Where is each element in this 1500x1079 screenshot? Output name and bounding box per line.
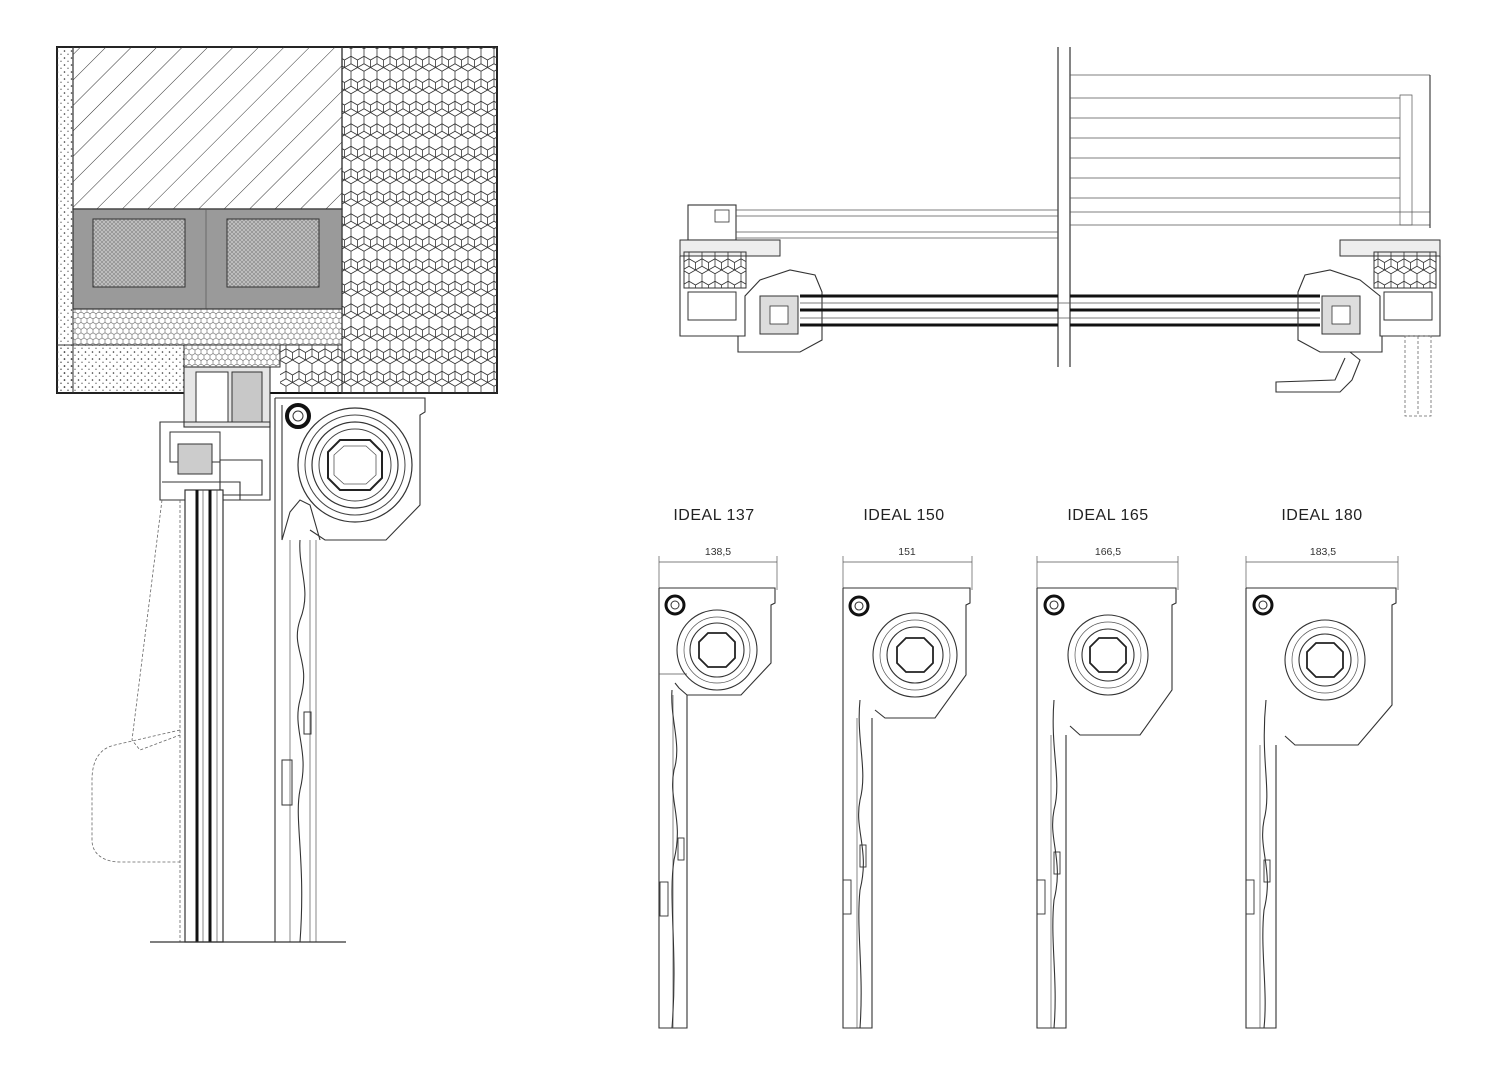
slats-horizontal	[1070, 74, 1431, 228]
glazing-horizontal	[800, 294, 1320, 327]
window-profile	[159, 366, 271, 943]
roller-box-main	[274, 397, 426, 943]
width-dimension: 151	[898, 546, 916, 558]
variant-title: IDEAL 180	[1281, 507, 1362, 524]
variant-group: IDEAL 137 138,5 IDEAL 150 151	[657, 507, 1399, 1030]
variant-title: IDEAL 150	[863, 507, 944, 524]
variant-title: IDEAL 137	[673, 507, 754, 524]
variant-ideal-165: IDEAL 165 166,5	[1036, 507, 1179, 1029]
width-dimension: 166,5	[1095, 546, 1121, 558]
variant-ideal-137: IDEAL 137 138,5	[657, 507, 778, 1030]
variant-ideal-150: IDEAL 150 151	[842, 507, 973, 1029]
horizontal-section	[679, 47, 1441, 417]
width-dimension: 138,5	[705, 546, 731, 558]
frame-left	[679, 204, 1058, 353]
variant-ideal-180: IDEAL 180 183,5	[1245, 507, 1399, 1029]
vertical-section	[56, 46, 498, 943]
variant-title: IDEAL 165	[1067, 507, 1148, 524]
width-dimension: 183,5	[1310, 546, 1336, 558]
frame-right	[1275, 239, 1441, 417]
